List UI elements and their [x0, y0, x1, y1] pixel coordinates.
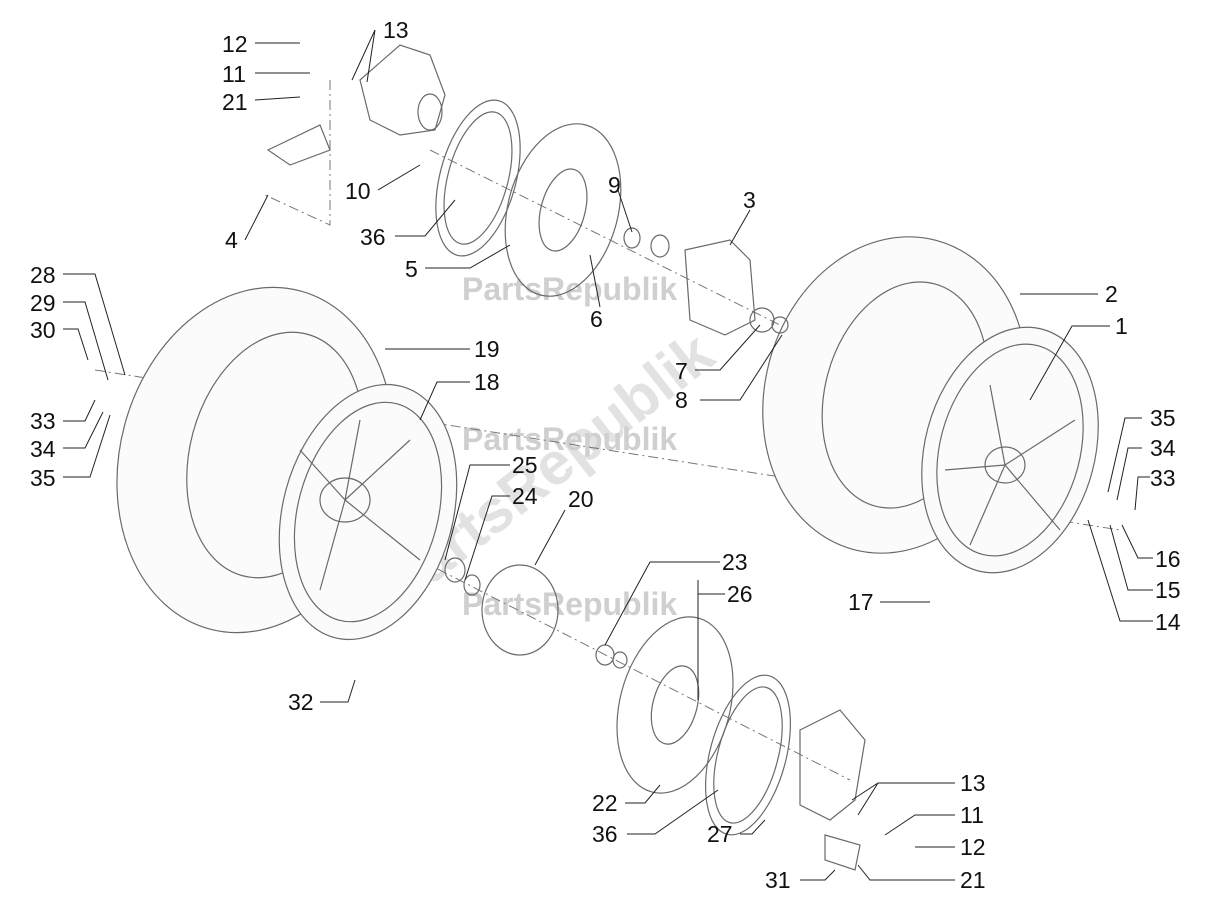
label-21-bottom: 21 [960, 867, 986, 893]
label-17: 17 [848, 589, 874, 615]
hub-lower [481, 564, 559, 656]
label-27: 27 [707, 821, 733, 847]
right-rim [921, 326, 1099, 574]
upper-brake-parts [266, 44, 789, 336]
label-24: 24 [512, 483, 538, 509]
label-30: 30 [30, 317, 56, 343]
label-12-bottom: 12 [960, 834, 986, 860]
label-16: 16 [1155, 546, 1181, 572]
left-hub [319, 477, 371, 523]
label-11-bottom: 11 [960, 802, 984, 828]
label-12-top: 12 [222, 31, 248, 57]
right-hub [984, 446, 1026, 484]
part-number-labels: 12 13 11 21 10 4 36 5 9 3 6 2 1 7 8 28 2… [30, 17, 1181, 893]
label-33-left: 33 [30, 408, 56, 434]
label-4: 4 [225, 227, 238, 253]
label-5: 5 [405, 256, 418, 282]
label-13-bottom: 13 [960, 770, 986, 796]
label-10: 10 [345, 178, 371, 204]
label-34-right: 34 [1150, 435, 1176, 461]
label-2: 2 [1105, 281, 1118, 307]
label-31: 31 [765, 867, 791, 893]
label-3: 3 [743, 187, 756, 213]
tone-ring-upper [435, 99, 521, 257]
watermark-middle: PartsRepublik [462, 421, 677, 457]
label-35-right: 35 [1150, 405, 1176, 431]
brake-disc-upper [504, 123, 622, 297]
sensor-lower [824, 834, 861, 871]
label-33-right: 33 [1150, 465, 1176, 491]
label-35-left: 35 [30, 465, 56, 491]
label-20: 20 [568, 486, 594, 512]
label-32: 32 [288, 689, 314, 715]
label-11-top: 11 [222, 61, 246, 87]
label-9: 9 [608, 172, 621, 198]
leader-lines [63, 29, 1153, 881]
sensor-upper [266, 124, 331, 166]
label-15: 15 [1155, 577, 1181, 603]
label-34-left: 34 [30, 436, 56, 462]
watermark-bottom: PartsRepublik [462, 586, 677, 622]
label-28: 28 [30, 262, 56, 288]
caliper-upper [359, 44, 446, 136]
label-13-top: 13 [383, 17, 409, 43]
left-wheel-assembly [116, 286, 458, 641]
label-36-bottom: 36 [592, 821, 618, 847]
label-22: 22 [592, 790, 618, 816]
tone-ring-lower [705, 674, 791, 836]
label-23: 23 [722, 549, 748, 575]
right-wheel-assembly [762, 236, 1099, 574]
label-26: 26 [727, 581, 753, 607]
label-21-top: 21 [222, 89, 248, 115]
label-6: 6 [590, 306, 603, 332]
label-14: 14 [1155, 609, 1181, 635]
label-25: 25 [512, 452, 538, 478]
label-8: 8 [675, 387, 688, 413]
watermark-top: PartsRepublik [462, 271, 677, 307]
caliper-lower [799, 709, 866, 821]
label-18: 18 [474, 369, 500, 395]
label-7: 7 [675, 358, 688, 384]
label-29: 29 [30, 290, 56, 316]
label-1: 1 [1115, 313, 1128, 339]
label-36-top: 36 [360, 224, 386, 250]
label-19: 19 [474, 336, 500, 362]
hub-upper [684, 239, 756, 336]
